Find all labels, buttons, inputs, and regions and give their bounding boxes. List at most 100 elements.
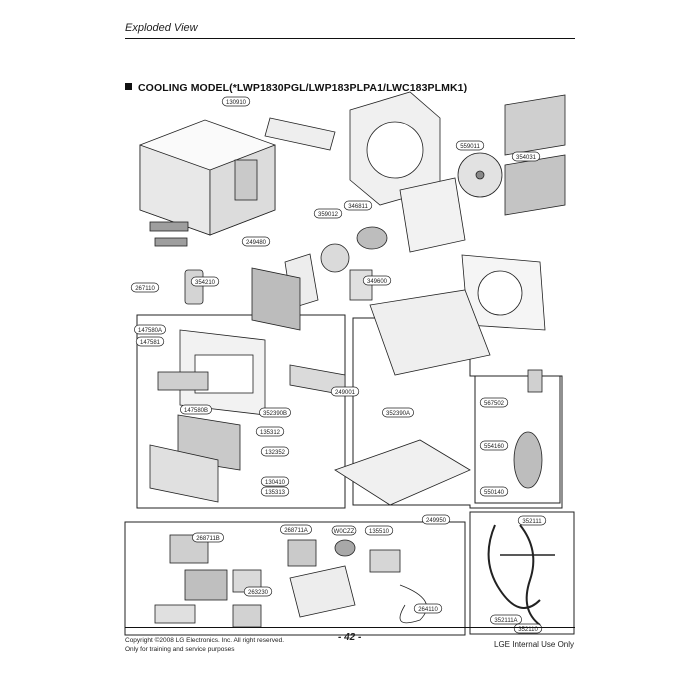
part-callout: 263230 xyxy=(243,586,273,597)
part-callout: 249480 xyxy=(241,236,271,247)
fan-shroud-ring xyxy=(366,121,424,179)
suction-pipe xyxy=(519,524,541,626)
part-callout-bubble xyxy=(259,407,291,418)
part-number-label: 147580A xyxy=(138,328,162,334)
part-number-label: 249480 xyxy=(246,240,267,246)
capacitor xyxy=(334,539,356,557)
part-callout-bubble xyxy=(511,151,541,162)
part-callout-bubble xyxy=(364,525,394,536)
header-rule xyxy=(125,38,575,39)
part-number-label: 135313 xyxy=(265,490,286,496)
part-callout-bubble xyxy=(313,208,343,219)
part-callout: 554160 xyxy=(479,440,509,451)
part-number-label: 354031 xyxy=(516,155,537,161)
part-number-label: 264110 xyxy=(418,607,438,613)
part-number-label: 263230 xyxy=(248,590,269,596)
piping-group-box xyxy=(469,511,575,635)
part-number-label: 352111A xyxy=(494,618,517,624)
evaporator-coil xyxy=(504,154,566,216)
footer-copyright-block: Copyright ©2008 LG Electronics. Inc. All… xyxy=(125,636,284,654)
part-callout-bubble xyxy=(513,623,543,634)
part-callout-bubble xyxy=(241,236,271,247)
part-callout-bubble xyxy=(180,404,212,415)
part-number-label: 268711A xyxy=(284,528,308,534)
part-number-label: 559011 xyxy=(460,144,480,150)
part-number-label: 147581 xyxy=(140,340,161,346)
part-callout: 354031 xyxy=(511,151,541,162)
part-callout: 249001 xyxy=(330,386,360,397)
part-number-label: 352111 xyxy=(522,519,542,525)
part-number-label: 352110 xyxy=(518,627,538,633)
terminal-board xyxy=(369,549,401,573)
part-number-label: 550140 xyxy=(484,490,505,496)
air-filter-frame xyxy=(251,267,301,331)
control-box xyxy=(289,565,356,618)
fan-motor xyxy=(356,226,388,250)
part-callout-bubble xyxy=(362,275,392,286)
part-callout-bubble xyxy=(343,200,373,211)
part-number-label: 354210 xyxy=(195,280,216,286)
part-number-label: 268711B xyxy=(196,536,220,542)
part-callout-bubble xyxy=(479,440,509,451)
part-callout: 352390B xyxy=(259,407,291,418)
part-number-label: 130910 xyxy=(226,100,247,106)
touch-panel xyxy=(232,604,262,628)
part-callout: 264110 xyxy=(413,603,443,614)
part-number-label: 249001 xyxy=(335,390,356,396)
part-number-label: 346811 xyxy=(348,204,368,210)
part-callout: 135313 xyxy=(260,486,290,497)
part-number-label: 135312 xyxy=(260,430,281,436)
part-number-label: 349600 xyxy=(367,279,388,285)
part-callout: 249950 xyxy=(421,514,451,525)
part-callout-bubble xyxy=(255,426,285,437)
display-panel xyxy=(184,569,228,601)
part-callout: 135312 xyxy=(255,426,285,437)
part-number-label: W0CZZ xyxy=(334,529,355,535)
condenser-coil xyxy=(504,94,566,156)
part-callout: 268711A xyxy=(280,524,312,535)
keypad-panel xyxy=(154,604,196,624)
control-knob-strip-2 xyxy=(154,237,188,247)
part-callout-bubble xyxy=(243,586,273,597)
base-pan xyxy=(334,439,471,506)
top-cover-plate xyxy=(264,117,336,151)
control-group-box xyxy=(124,521,466,636)
part-callout-bubble xyxy=(490,614,522,625)
part-callout: 130410 xyxy=(260,476,290,487)
rear-fan-ring xyxy=(477,270,523,316)
orifice-brace xyxy=(399,177,466,253)
part-callout-bubble xyxy=(330,386,360,397)
part-callout-bubble xyxy=(190,276,220,287)
remote-control xyxy=(184,269,204,305)
control-knob-strip-1 xyxy=(149,221,189,232)
part-callout-bubble xyxy=(221,96,251,107)
part-number-label: 359012 xyxy=(318,212,339,218)
blower-wheel xyxy=(320,243,350,273)
part-callout: 352111 xyxy=(517,515,547,526)
square-bullet-icon xyxy=(125,83,132,90)
part-callout: 352110 xyxy=(513,623,543,634)
page-header: Exploded View xyxy=(125,22,198,34)
part-callout-bubble xyxy=(134,324,166,335)
internal-use-label: LGE Internal Use Only xyxy=(494,640,575,649)
part-callout: 349600 xyxy=(362,275,392,286)
part-number-label: 249950 xyxy=(426,518,447,524)
power-cord xyxy=(399,584,427,624)
part-callout: 267110 xyxy=(130,282,160,293)
part-callout: 147580B xyxy=(180,404,212,415)
relay-board xyxy=(287,539,317,567)
part-number-label: 147580B xyxy=(184,408,208,414)
part-callout: 268711B xyxy=(192,532,224,543)
part-callout: 352111A xyxy=(490,614,522,625)
part-callout-bubble xyxy=(280,524,312,535)
part-callout-bubble xyxy=(135,336,165,347)
part-callout: 550140 xyxy=(479,486,509,497)
section-title-text: COOLING MODEL(*LWP1830PGL/LWP183PLPA1/LW… xyxy=(138,82,468,94)
part-callout-bubble xyxy=(192,532,224,543)
louver-vanes xyxy=(157,371,209,391)
part-callout-bubble xyxy=(382,407,414,418)
part-callout: W0CZZ xyxy=(331,525,357,536)
part-number-label: 567502 xyxy=(484,401,505,407)
part-callout-bubble xyxy=(517,515,547,526)
part-number-label: 267110 xyxy=(135,286,155,292)
